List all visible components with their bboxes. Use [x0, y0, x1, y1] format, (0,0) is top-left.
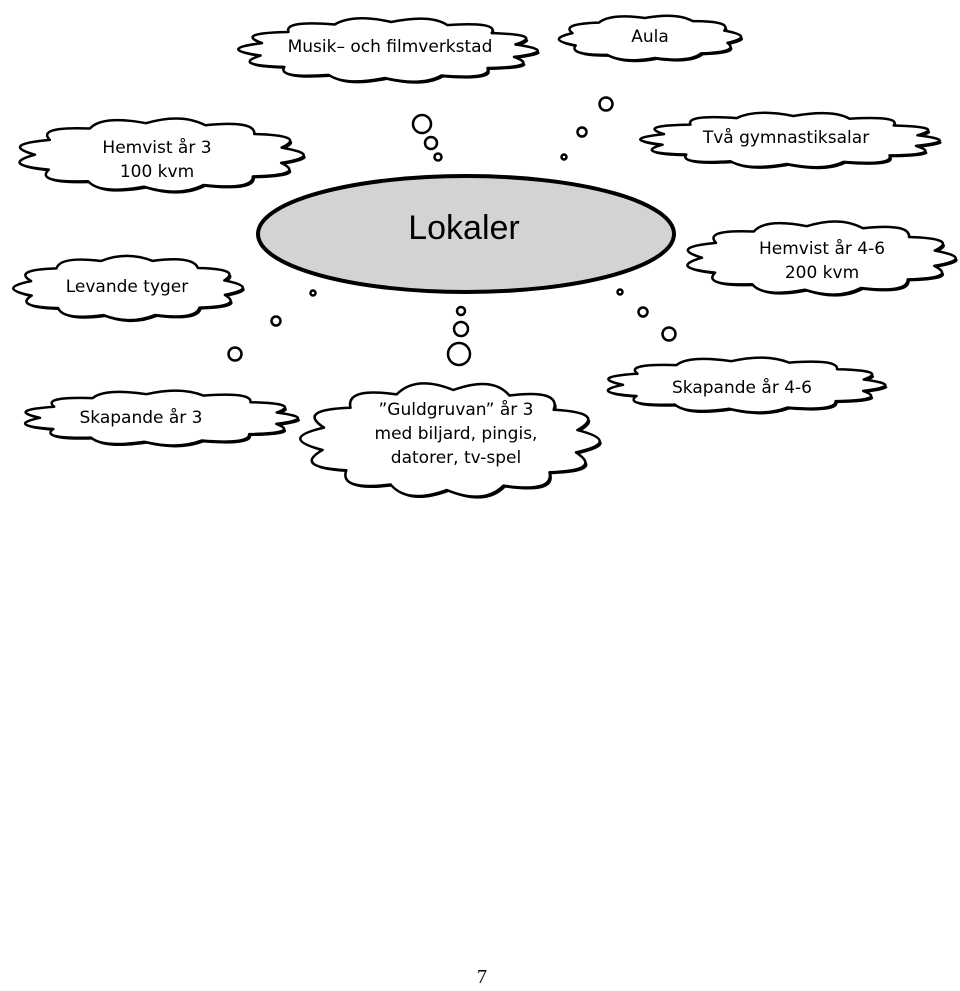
- cloud-hemvist46: Hemvist år 4-6 200 kvm: [686, 220, 958, 297]
- thought-bubble: [455, 305, 467, 317]
- cloud-label-line: Aula: [631, 27, 669, 47]
- cloud-skapande46: Skapande år 4-6: [606, 356, 888, 415]
- thought-bubble: [446, 341, 472, 367]
- cloud-label-line: ”Guldgruvan” år 3: [379, 399, 534, 420]
- cloud-label-line: 200 kvm: [785, 263, 859, 283]
- thought-bubble: [452, 320, 470, 338]
- cloud-aula: Aula: [557, 14, 744, 63]
- thought-bubble: [411, 113, 433, 135]
- thought-bubble: [616, 288, 624, 296]
- cloud-shape: [299, 382, 601, 498]
- thought-bubble: [270, 315, 282, 327]
- cloud-shape: [639, 111, 941, 169]
- cloud-label-line: datorer, tv-spel: [391, 448, 521, 468]
- thought-bubble: [423, 135, 439, 151]
- thought-bubble: [227, 346, 243, 362]
- center-label: Lokaler: [408, 209, 520, 247]
- cloud-skapande3: Skapande år 3: [24, 389, 301, 448]
- cloud-musik: Musik– och filmverkstad: [237, 17, 540, 84]
- thought-bubble: [661, 326, 677, 342]
- cloud-label-line: Hemvist år 3: [102, 137, 211, 158]
- cloud-label-line: Skapande år 3: [79, 407, 202, 428]
- thought-bubble: [598, 96, 614, 112]
- cloud-shape: [686, 220, 957, 296]
- thought-bubble: [637, 306, 649, 318]
- cloud-shape: [18, 117, 305, 193]
- cloud-levande: Levande tyger: [11, 254, 245, 323]
- cloud-gymnastik: Två gymnastiksalar: [639, 111, 942, 170]
- cloud-label-line: Hemvist år 4-6: [759, 238, 885, 259]
- cloud-shape: [606, 356, 887, 414]
- cloud-shape: [237, 17, 539, 83]
- cloud-shape: [11, 254, 245, 322]
- cloud-label-line: Musik– och filmverkstad: [288, 37, 493, 57]
- cloud-label-line: Två gymnastiksalar: [702, 127, 869, 148]
- cloud-label-line: 100 kvm: [120, 162, 194, 182]
- page-number: 7: [477, 966, 487, 988]
- cloud-hemvist3: Hemvist år 3 100 kvm: [18, 117, 306, 194]
- cloud-label-line: med biljard, pingis,: [375, 424, 538, 444]
- center-ellipse: [256, 174, 676, 294]
- cloud-guldgruvan: ”Guldgruvan” år 3 med biljard, pingis, dat…: [299, 382, 602, 499]
- cloud-shape: [24, 389, 300, 447]
- thought-bubble: [560, 153, 568, 161]
- thought-bubble: [309, 289, 317, 297]
- cloud-shape: [557, 14, 743, 62]
- thought-bubble: [576, 126, 588, 138]
- cloud-label-line: Skapande år 4-6: [672, 377, 812, 398]
- center-node: Lokaler: [256, 174, 676, 294]
- cloud-label-line: Levande tyger: [66, 277, 189, 297]
- thought-bubble: [433, 152, 443, 162]
